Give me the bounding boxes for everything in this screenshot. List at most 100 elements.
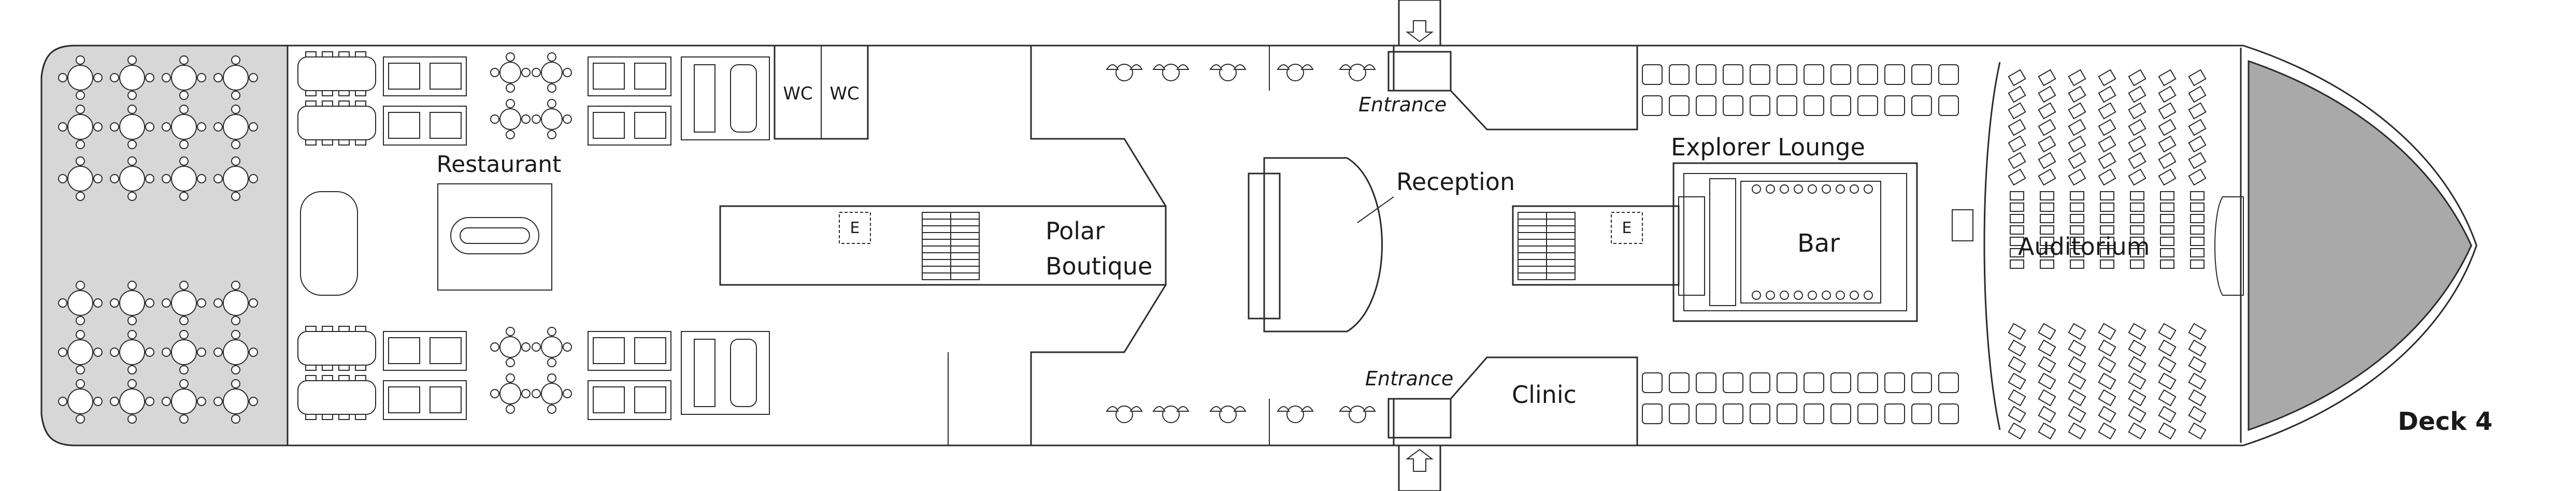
auditorium-seat	[2008, 389, 2026, 407]
auditorium-seat	[2128, 356, 2146, 373]
auditorium-seat	[2098, 119, 2116, 136]
table-group	[681, 331, 770, 415]
chair	[127, 330, 137, 339]
auditorium-seat	[2038, 372, 2056, 390]
auditorium-seat	[2098, 135, 2116, 153]
auditorium-seat	[2038, 69, 2056, 86]
auditorium-seat	[2160, 237, 2174, 246]
armchair	[1884, 403, 1905, 424]
auditorium-seat	[2038, 406, 2056, 423]
chair	[58, 298, 67, 308]
chair	[490, 114, 499, 124]
round-table	[223, 388, 249, 414]
round-table	[171, 339, 197, 365]
chair	[179, 330, 189, 339]
chair	[76, 379, 85, 388]
auditorium-seat	[2160, 225, 2174, 235]
auditorium-seat	[2158, 85, 2177, 103]
auditorium-seat	[2038, 119, 2056, 136]
auditorium-seat	[2008, 323, 2026, 340]
chair	[162, 122, 171, 132]
chair	[127, 140, 137, 149]
auditorium-seat	[2158, 339, 2177, 357]
round-table	[171, 388, 197, 414]
auditorium-seat	[2008, 422, 2026, 440]
armchair	[1830, 95, 1851, 116]
room-label-explorer-lounge: Explorer Lounge	[1671, 133, 1865, 161]
chair	[145, 348, 154, 357]
auditorium-seat	[2098, 389, 2116, 407]
auditorium-seat	[2188, 339, 2207, 357]
chair	[179, 156, 189, 166]
armchair	[1911, 403, 1932, 424]
podium	[1952, 209, 1973, 241]
bench	[694, 64, 715, 133]
lounge-seating	[1106, 64, 1376, 423]
auditorium-seat	[2068, 168, 2086, 186]
chair	[355, 139, 366, 146]
elevator-forward	[1611, 212, 1643, 244]
chair	[355, 414, 366, 420]
booth-seat	[388, 63, 420, 90]
armchairs	[1642, 64, 1959, 424]
auditorium-seat	[2188, 168, 2207, 186]
bar-stool	[1808, 184, 1817, 194]
auditorium-seats	[2008, 69, 2207, 440]
auditorium-seat	[2128, 372, 2146, 390]
bench	[694, 339, 715, 407]
auditorium-seat	[2128, 102, 2146, 120]
auditorium-seat	[2008, 85, 2026, 103]
armchair	[1642, 64, 1663, 85]
arrow-up-icon	[1406, 449, 1434, 472]
chair	[110, 122, 119, 132]
auditorium-seat	[2130, 259, 2144, 269]
entrance-vestibule-bottom	[1387, 398, 1452, 439]
chair	[322, 139, 333, 146]
armchair	[1857, 372, 1878, 393]
room-label-clinic: Clinic	[1512, 381, 1577, 409]
chair	[338, 139, 350, 146]
chair	[322, 365, 333, 371]
chair	[179, 105, 189, 114]
auditorium-seat	[2038, 422, 2056, 440]
armchair	[1642, 372, 1663, 393]
chair	[93, 397, 103, 406]
chair	[110, 174, 119, 183]
chair	[179, 414, 189, 424]
chair	[76, 316, 85, 325]
chair	[162, 73, 171, 82]
round-table	[541, 383, 563, 405]
chair	[532, 342, 541, 352]
armchair	[1777, 64, 1797, 85]
chair	[127, 105, 137, 114]
armchair	[1857, 64, 1878, 85]
armchair	[1696, 95, 1716, 116]
auditorium-seat	[2188, 422, 2207, 440]
lounge-chair	[1209, 406, 1223, 412]
chair	[563, 114, 572, 124]
chair	[213, 298, 223, 308]
lounge-table	[1286, 406, 1304, 423]
auditorium-seat	[2128, 135, 2146, 153]
chair	[76, 156, 85, 166]
lounge-chair	[1363, 64, 1376, 70]
chair	[355, 375, 366, 381]
auditorium-seat	[2068, 356, 2086, 373]
chair	[249, 397, 258, 406]
auditorium-seat	[2158, 406, 2177, 423]
armchair	[1669, 64, 1690, 85]
auditorium-seat	[2038, 135, 2056, 153]
chair	[506, 99, 515, 108]
auditorium-seat	[2008, 168, 2026, 186]
armchair	[1669, 95, 1690, 116]
auditorium-seat	[2158, 323, 2177, 340]
chair	[197, 73, 206, 82]
armchair	[1696, 372, 1716, 393]
round-table	[67, 290, 93, 316]
auditorium-seat	[2100, 259, 2114, 269]
chair	[179, 316, 189, 325]
chair	[93, 348, 103, 357]
round-table	[67, 388, 93, 414]
chair	[93, 122, 103, 132]
lounge-chair	[1339, 64, 1352, 70]
